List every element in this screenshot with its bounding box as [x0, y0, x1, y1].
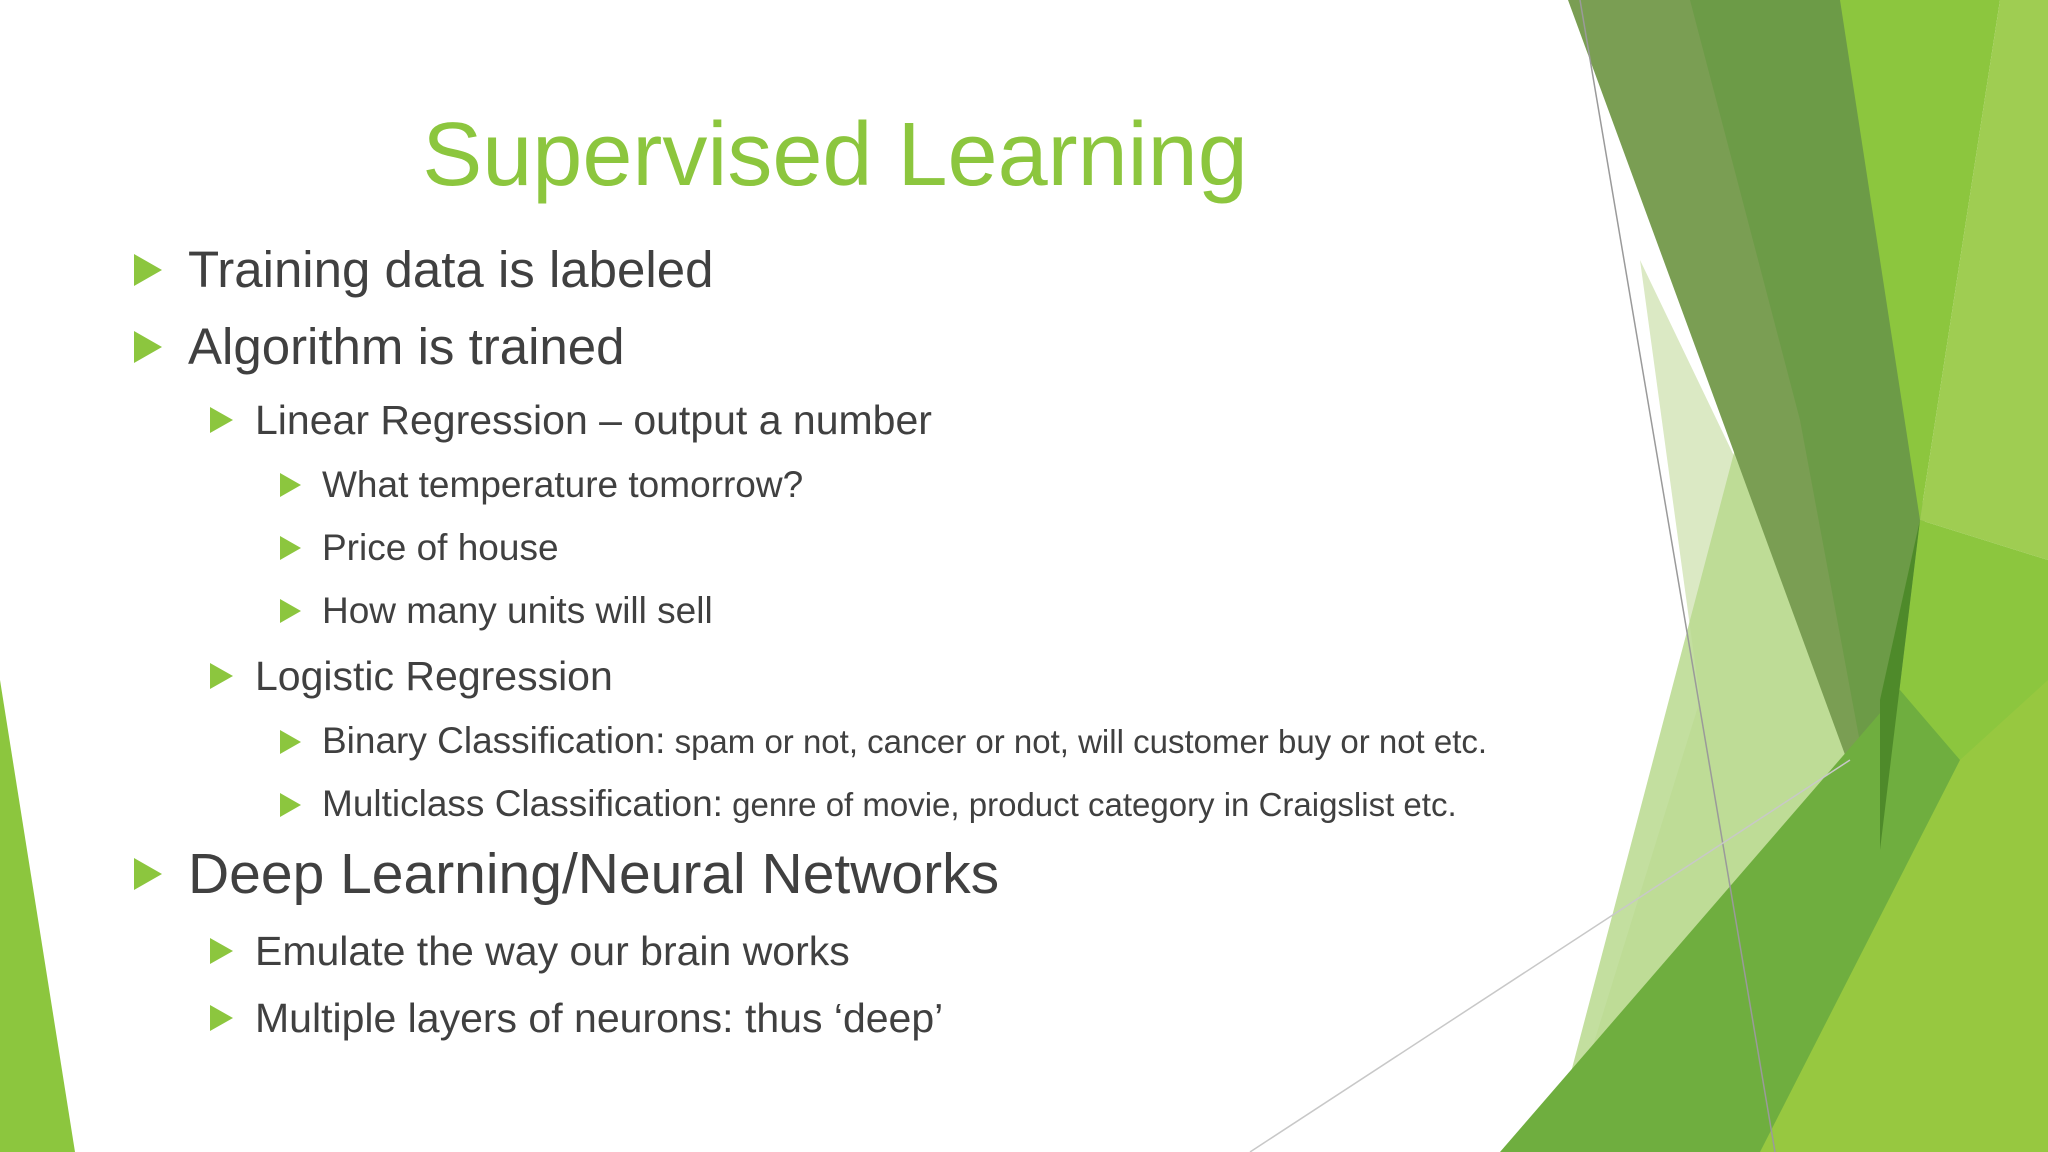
bullet-text: Algorithm is trained — [188, 318, 625, 375]
bullet-detail: spam or not, cancer or not, will custome… — [665, 723, 1488, 760]
right-bright-green-strip — [1840, 0, 2000, 520]
right-lime-strip — [1920, 0, 2048, 560]
bullet-linear-regression: Linear Regression – output a number — [210, 395, 932, 445]
triangle-bullet-icon — [210, 938, 233, 964]
bullet-text: Price of house — [322, 527, 559, 568]
bullet-deep-learning: Deep Learning/Neural Networks — [134, 841, 1000, 907]
bullet-training-data: Training data is labeled — [134, 240, 714, 300]
bullet-text: Training data is labeled — [188, 241, 714, 298]
bullet-text: Emulate the way our brain works — [255, 928, 850, 974]
bullet-lead: Multiclass Classification: — [322, 783, 723, 824]
bullet-multiple-layers: Multiple layers of neurons: thus ‘deep’ — [210, 993, 944, 1043]
triangle-bullet-icon — [134, 254, 162, 286]
triangle-bullet-icon — [134, 331, 162, 363]
right-deep-green-accent — [1880, 520, 1920, 850]
bullet-text: How many units will sell — [322, 590, 713, 631]
right-bottom-bright — [1760, 680, 2048, 1152]
right-olive-facet — [1690, 0, 1925, 850]
triangle-bullet-icon — [280, 536, 301, 560]
bullet-logistic-regression: Logistic Regression — [210, 651, 613, 701]
bullet-text: Multiple layers of neurons: thus ‘deep’ — [255, 995, 944, 1041]
bullet-list: Training data is labeled Algorithm is tr… — [134, 240, 1488, 1043]
bullet-temperature: What temperature tomorrow? — [280, 462, 804, 508]
bullet-text: Linear Regression – output a number — [255, 397, 932, 443]
bullet-lead: Binary Classification: — [322, 720, 666, 761]
slide-title: Supervised Learning — [422, 105, 1248, 205]
thin-line-diagonal — [1249, 759, 1851, 1152]
bullet-text: Deep Learning/Neural Networks — [188, 842, 1000, 906]
left-green-sliver — [0, 680, 75, 1152]
bullet-multiclass-classification: Multiclass Classification: genre of movi… — [280, 781, 1457, 828]
triangle-bullet-icon — [134, 858, 162, 890]
bullet-binary-classification: Binary Classification: spam or not, canc… — [280, 718, 1488, 765]
triangle-bullet-icon — [210, 663, 233, 689]
triangle-bullet-icon — [210, 1005, 233, 1031]
triangle-bullet-icon — [280, 599, 301, 623]
bullet-algorithm: Algorithm is trained — [134, 317, 625, 377]
bullet-house-price: Price of house — [280, 525, 559, 571]
triangle-bullet-icon — [210, 407, 233, 433]
triangle-bullet-icon — [280, 473, 301, 497]
triangle-bullet-icon — [280, 729, 301, 754]
bullet-text: What temperature tomorrow? — [322, 464, 804, 505]
thin-line-vertical — [1579, 0, 1776, 1152]
bullet-text: Logistic Regression — [255, 653, 613, 699]
bullet-emulate-brain: Emulate the way our brain works — [210, 926, 850, 976]
triangle-bullet-icon — [280, 792, 301, 817]
bullet-detail: genre of movie, product category in Crai… — [722, 786, 1457, 823]
bullet-units-sell: How many units will sell — [280, 588, 713, 634]
